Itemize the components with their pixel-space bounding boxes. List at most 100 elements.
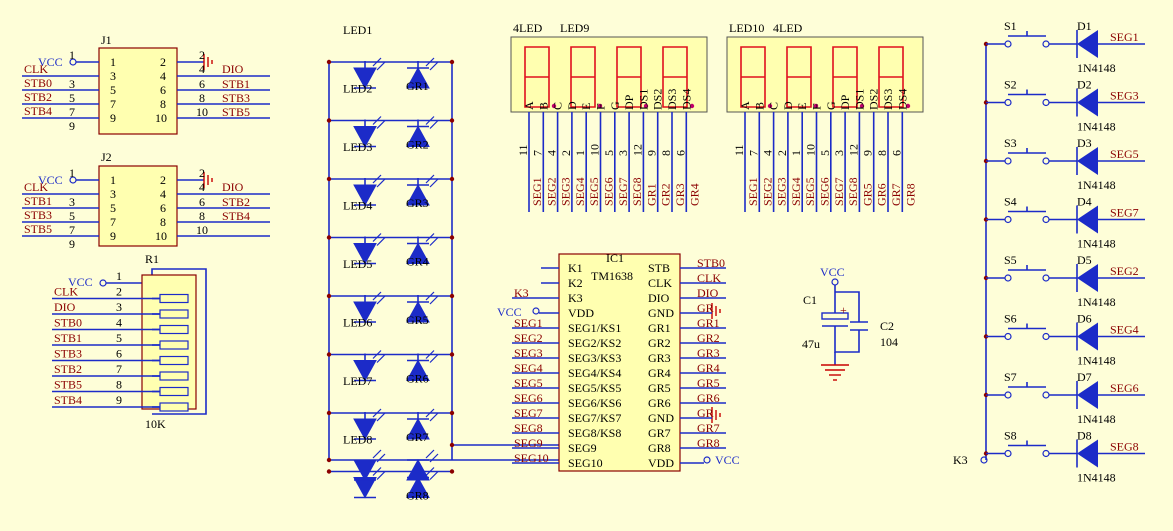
display2-pin-name-DS2: DS2 [867,89,881,110]
display1-pin-num-4: 1 [573,150,587,156]
key-net-1: SEG1 [1110,30,1139,44]
led-6-a-icon [353,360,377,382]
j1-pin-8: 8 [160,97,166,111]
c1-plus: + [840,303,847,317]
display1-pin-name-DS4: DS4 [679,89,693,110]
display1-pin-name-A: A [522,101,536,110]
key-net-5: SEG2 [1110,264,1139,278]
display2-pin-name-DS3: DS3 [881,89,895,110]
diode-7-part: 1N4148 [1077,412,1116,426]
key-net-3: SEG5 [1110,147,1139,161]
switch-1-right-contact [1042,40,1050,48]
gr-label-8: GR8 [406,489,429,503]
ic1-lpin-13: SEG10 [568,456,603,470]
j1-net-stb0: STB0 [24,76,52,90]
r1-net-3: DIO [54,300,76,314]
ic1-rnet-1: CLK [697,271,721,285]
display2-pin-num-10: 8 [875,150,889,156]
ic1-rnet-10: GR [697,406,714,420]
j2-pin-6: 6 [160,201,166,215]
j2-net-stb3: STB3 [24,208,52,222]
j2-ref: J2 [101,150,112,164]
r1-net-2: CLK [54,285,78,299]
j1-pin-10-out: 10 [196,105,208,119]
j1-pin-7-out: 7 [69,105,75,119]
ic1-lpin-0: K1 [568,261,583,275]
r1-pin-8: 8 [116,378,122,392]
display1-pin-num-3: 2 [559,150,573,156]
j2-pin-5-out: 5 [69,209,75,223]
ic1-lpin-3: VDD [568,306,594,320]
r1-resistor-3 [159,309,189,319]
j2-pin-4-out: 4 [199,180,205,194]
c2-ref: C2 [880,319,894,333]
gr-label-1: GR1 [406,79,429,93]
ic1-lpin-9: SEG6/KS6 [568,396,621,410]
gr-label-2: GR2 [406,138,429,152]
display1-pin-name-DS1: DS1 [636,89,650,110]
capacitors: VCC + C1 47u C2 104 [802,265,898,381]
display2-pin-name-B: B [752,102,766,110]
switch-6-ref: S6 [1004,312,1017,326]
r1-net-5: STB1 [54,331,82,345]
led-6-b-icon [406,359,430,381]
r1-resistor-6 [159,355,189,366]
ic1-rpin-12: GR8 [648,441,671,455]
c1-plate-top [821,312,849,320]
led-5-b-icon [406,300,430,323]
display2-tag: 4LED [773,21,803,35]
ic1-rpin-13: VDD [648,456,674,470]
switch-4-right-contact [1042,215,1050,224]
j1-pin-10: 10 [155,111,167,125]
display2-net-5: SEG6 [818,177,832,206]
display2-net-2: SEG3 [775,177,789,206]
ic1-rnet-12: GR8 [697,436,720,450]
led-4-b-icon [406,242,430,264]
j1-net-stb5: STB5 [222,105,250,119]
j2-pin-9-out: 9 [69,237,75,251]
r1-pin-7: 7 [116,362,122,376]
header-j2: J2 VCC 1 3 5 7 9 CLK STB1 STB3 STB5 1 3 … [22,150,270,251]
display1-net-7: SEG8 [630,177,644,206]
j1-pin-7: 7 [110,97,116,111]
r1-vcc-label: VCC [68,275,93,289]
display2-pin-name-A: A [738,101,752,110]
display1-pin-name-DP: DP [622,94,636,110]
gr-label-4: GR4 [406,255,429,269]
switch-4-left-contact [1004,215,1012,224]
display1-pin-num-6: 5 [602,150,616,156]
led-extra-b-icon [406,458,430,481]
display2-digit-3 [832,46,858,108]
j2-pin-10-out: 10 [196,223,208,237]
display1-digit-1 [524,46,550,108]
display1-digit-4 [662,46,688,108]
ic1-rpin-5: GR2 [648,336,671,350]
j2-net-dio: DIO [222,180,244,194]
led-7-a-icon [353,418,377,441]
ic1-lpin-6: SEG3/KS3 [568,351,621,365]
display1-dp-3 [643,103,649,109]
diode-2-icon [1077,88,1098,117]
j2-pin-10: 10 [155,229,167,243]
switch-2-left-contact [1004,98,1012,107]
ic1-rpin-4: GR1 [648,321,671,335]
c2-value: 104 [880,335,898,349]
led-1-a-icon [353,67,377,90]
display2-ref: LED10 [729,21,764,35]
j1-pin-3: 3 [110,69,116,83]
switch-1-ref: S1 [1004,19,1017,33]
j1-pin-5-out: 5 [69,91,75,105]
r1-resistor-5 [159,340,189,350]
ic1-ref: IC1 [606,251,624,265]
r1-resistor-4 [159,324,189,335]
display2-net-4: SEG5 [803,177,817,206]
ic1-rnet-11: GR7 [697,421,720,435]
ic1-rpin-1: CLK [648,276,672,290]
ic1-rpin-11: GR7 [648,426,671,440]
ic1-part: TM1638 [591,269,633,283]
ic1-lnet-3: VCC [497,305,522,319]
led-label-1: LED1 [343,23,372,37]
